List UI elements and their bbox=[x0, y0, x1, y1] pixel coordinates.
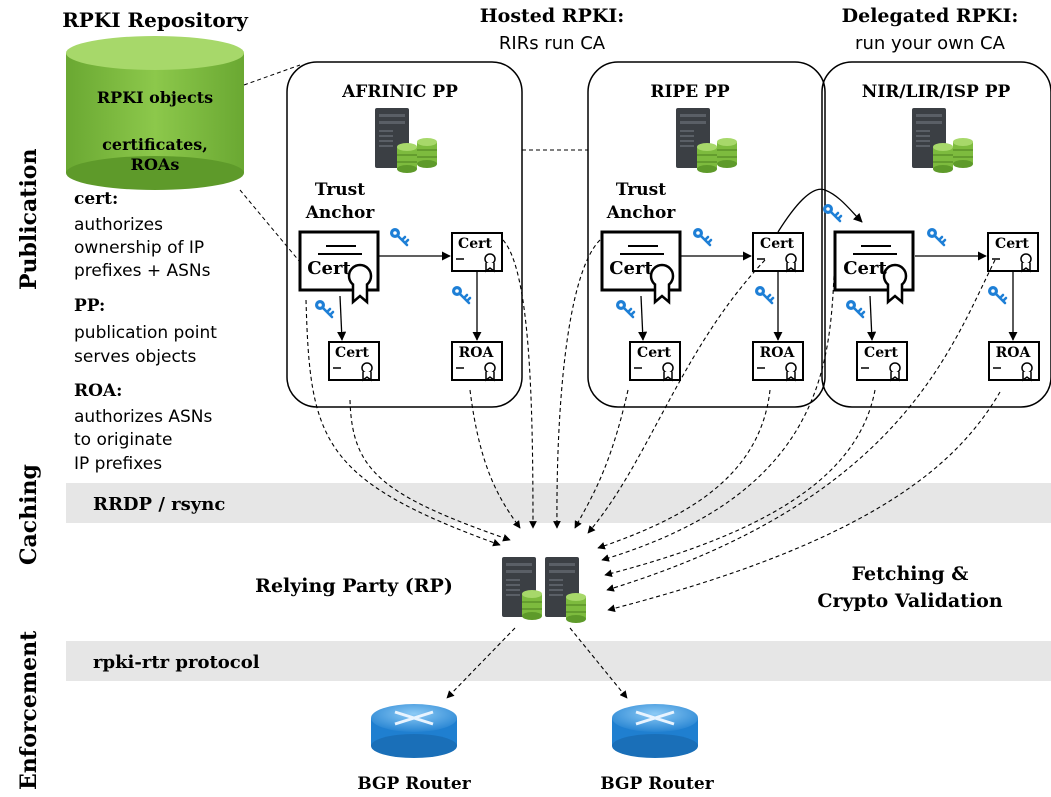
ripe-cert-label: Cert bbox=[760, 236, 794, 252]
rp-label: Relying Party (RP) bbox=[255, 575, 453, 597]
nir-pp-box bbox=[821, 61, 1051, 408]
fetch-arrows bbox=[305, 239, 1001, 612]
router-icon bbox=[371, 704, 457, 758]
router-right-label: BGP Router bbox=[600, 774, 714, 794]
enforcement-band bbox=[66, 641, 1051, 681]
key-icon bbox=[925, 226, 947, 247]
legend-pp-line-2: serves objects bbox=[74, 347, 196, 367]
db-label-certificates: certificates, bbox=[102, 135, 208, 154]
router-icon bbox=[612, 704, 698, 758]
rp-to-router-left-arrow bbox=[446, 627, 516, 699]
legend-roa-term: ROA: bbox=[74, 381, 122, 401]
afrinic-trust-label: Trust bbox=[315, 180, 365, 200]
key-icon bbox=[844, 298, 866, 319]
afrinic-cert-label: Cert bbox=[458, 236, 492, 252]
server-icon bbox=[676, 108, 738, 174]
key-icon bbox=[388, 226, 410, 247]
server-icon bbox=[502, 557, 587, 624]
nir-ta-to-child-arrow bbox=[867, 295, 877, 341]
afrinic-child-cert-label: Cert bbox=[335, 345, 369, 361]
key-icon bbox=[313, 298, 335, 319]
delegated-subtitle: run your own CA bbox=[855, 33, 1006, 54]
afrinic-roa-label: ROA bbox=[459, 345, 495, 361]
db-label-roas: ROAs bbox=[131, 155, 180, 174]
key-icon bbox=[614, 298, 636, 319]
ripe-child-cert-label: Cert bbox=[637, 345, 671, 361]
afrinic-pp-box bbox=[286, 61, 523, 408]
legend-pp-line-1: publication point bbox=[74, 323, 217, 343]
nir-roa-label: ROA bbox=[996, 345, 1032, 361]
caching-band bbox=[66, 483, 1051, 523]
hosted-subtitle: RIRs run CA bbox=[499, 33, 606, 54]
afrinic-anchor-label: Anchor bbox=[305, 203, 376, 223]
section-label-caching: Caching bbox=[16, 464, 42, 565]
legend-cert-line-1: authorizes bbox=[74, 215, 163, 235]
nir-cert-label: Cert bbox=[995, 236, 1029, 252]
section-label-enforcement: Enforcement bbox=[16, 630, 42, 790]
legend-pp-term: PP: bbox=[74, 296, 105, 316]
enforcement-band-label: rpki-rtr protocol bbox=[93, 652, 260, 673]
key-icon bbox=[986, 284, 1008, 305]
key-icon bbox=[691, 226, 713, 247]
router-left-label: BGP Router bbox=[357, 774, 471, 794]
ripe-trust-label: Trust bbox=[616, 180, 666, 200]
legend-roa-line-3: IP prefixes bbox=[74, 454, 162, 474]
db-to-pp-connector bbox=[243, 64, 301, 86]
nir-pp-title: NIR/LIR/ISP PP bbox=[862, 82, 1011, 102]
delegated-title: Delegated RPKI: bbox=[842, 5, 1019, 27]
repository-title: RPKI Repository bbox=[62, 8, 249, 32]
ripe-ta-cert-label: Cert bbox=[609, 258, 653, 279]
legend-cert-line-2: ownership of IP bbox=[74, 238, 204, 258]
key-icon bbox=[450, 284, 472, 305]
database-icon bbox=[66, 36, 244, 190]
section-label-publication: Publication bbox=[16, 149, 42, 290]
rp-to-router-right-arrow bbox=[569, 627, 628, 699]
legend-roa-line-2: to originate bbox=[74, 430, 172, 450]
legend-roa-line-1: authorizes ASNs bbox=[74, 407, 213, 427]
ripe-pp-title: RIPE PP bbox=[650, 82, 730, 102]
legend-cert-line-3: prefixes + ASNs bbox=[74, 261, 211, 281]
afrinic-ta-cert-label: Cert bbox=[307, 258, 351, 279]
fetch-label-line-1: Fetching & bbox=[852, 563, 969, 585]
legend-cert-term: cert: bbox=[74, 189, 118, 209]
caching-band-label: RRDP / rsync bbox=[93, 494, 225, 515]
ripe-to-nir-delegation-arrow bbox=[777, 188, 863, 233]
ripe-pp-box bbox=[587, 61, 826, 408]
server-icon bbox=[912, 108, 974, 174]
hosted-title: Hosted RPKI: bbox=[480, 5, 625, 27]
db-to-ta-connector bbox=[239, 189, 301, 263]
afrinic-pp-title: AFRINIC PP bbox=[341, 82, 458, 102]
nir-ta-cert-label: Cert bbox=[843, 258, 887, 279]
key-icon bbox=[753, 284, 775, 305]
afrinic-ta-to-child-arrow bbox=[337, 295, 347, 341]
db-label-objects: RPKI objects bbox=[97, 88, 213, 107]
ripe-ta-to-child-arrow bbox=[638, 295, 648, 341]
server-icon bbox=[375, 108, 438, 174]
ripe-roa-label: ROA bbox=[760, 345, 796, 361]
ripe-anchor-label: Anchor bbox=[606, 203, 677, 223]
fetch-label-line-2: Crypto Validation bbox=[817, 590, 1003, 612]
nir-child-cert-label: Cert bbox=[864, 345, 898, 361]
